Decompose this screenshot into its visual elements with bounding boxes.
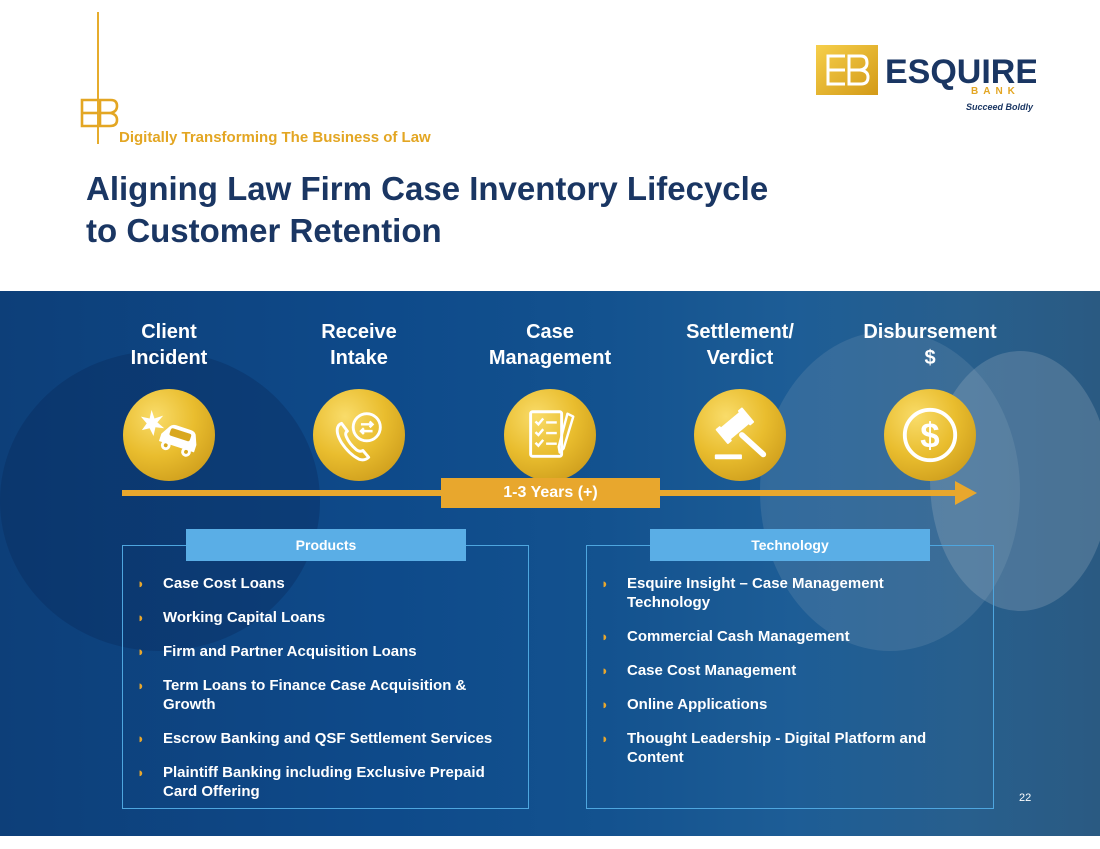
gavel-icon (694, 389, 786, 481)
technology-list: ◗Esquire Insight – Case Management Techn… (601, 574, 933, 782)
list-item: ◗Case Cost Management (601, 662, 797, 679)
tagline: Digitally Transforming The Business of L… (119, 129, 431, 146)
header-accent-line (97, 12, 99, 144)
title-line-1: Aligning Law Firm Case Inventory Lifecyc… (86, 170, 769, 207)
stage-label-line2: $ (924, 347, 936, 369)
title-line-2: to Customer Retention (86, 212, 442, 249)
stage-case-management: Case Management (450, 319, 650, 481)
car-crash-icon (123, 389, 215, 481)
stage-settlement-verdict: Settlement/ Verdict (640, 319, 840, 481)
page-title: Aligning Law Firm Case Inventory Lifecyc… (86, 168, 768, 252)
products-list: ◗Case Cost Loans ◗Working Capital Loans … (137, 574, 518, 816)
logo-name: ESQUIRE (885, 53, 1036, 91)
stage-client-incident: Client Incident (69, 319, 269, 481)
timeline-label: 1-3 Years (+) (441, 478, 660, 508)
list-item: ◗Escrow Banking and QSF Settlement Servi… (137, 730, 493, 747)
dollar-coin-icon: $ (884, 389, 976, 481)
products-header: Products (186, 529, 466, 561)
phone-call-icon (313, 389, 405, 481)
list-item: ◗Esquire Insight – Case Management Techn… (601, 575, 884, 611)
checklist-icon (504, 389, 596, 481)
technology-header: Technology (650, 529, 930, 561)
list-item: ◗Thought Leadership - Digital Platform a… (601, 730, 927, 766)
stage-label-line1: Settlement/ (686, 321, 794, 343)
list-item: ◗Online Applications (601, 696, 768, 713)
eb-monogram-icon (80, 98, 119, 128)
stage-label-line2: Incident (130, 347, 208, 369)
svg-text:$: $ (920, 417, 939, 456)
lifecycle-panel: Client Incident Receive Intake (0, 291, 1100, 836)
stage-label-line1: Receive (321, 321, 397, 343)
stage-label-line1: Disbursement (863, 321, 997, 343)
technology-box: Technology ◗Esquire Insight – Case Manag… (586, 529, 994, 809)
products-box: Products ◗Case Cost Loans ◗Working Capit… (122, 529, 529, 809)
timeline-arrowhead (955, 481, 977, 505)
list-item: ◗Case Cost Loans (137, 575, 285, 592)
list-item: ◗Working Capital Loans (137, 609, 326, 626)
esquire-bank-logo: ESQUIRE BANK Succeed Boldly (816, 45, 1036, 112)
stage-label-line2: Management (488, 347, 612, 369)
list-item: ◗Commercial Cash Management (601, 628, 850, 645)
stage-disbursement: Disbursement $ $ (830, 319, 1030, 481)
stage-label-line2: Verdict (706, 347, 774, 369)
list-item: ◗Term Loans to Finance Case Acquisition … (137, 677, 467, 713)
stage-label-line1: Client (141, 321, 197, 343)
stage-label-line2: Intake (330, 347, 388, 369)
stage-label-line1: Case (526, 321, 574, 343)
logo-sub: BANK (971, 86, 1020, 97)
list-item: ◗Plaintiff Banking including Exclusive P… (137, 764, 485, 800)
list-item: ◗Firm and Partner Acquisition Loans (137, 643, 417, 660)
stage-receive-intake: Receive Intake (259, 319, 459, 481)
page-number: 22 (1019, 792, 1032, 804)
logo-slogan: Succeed Boldly (966, 102, 1034, 112)
